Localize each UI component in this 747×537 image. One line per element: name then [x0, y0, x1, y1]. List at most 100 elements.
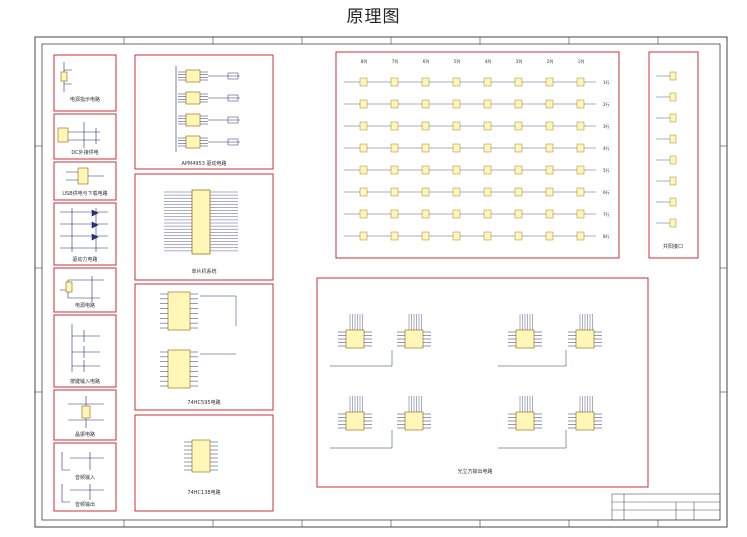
driver-chip-group	[175, 66, 240, 152]
led-cell	[421, 143, 430, 153]
led-cell	[359, 187, 368, 197]
led-cell	[390, 77, 399, 87]
led-cell	[452, 165, 461, 175]
matrix-col-label: 1列	[578, 58, 585, 64]
block-key-input	[53, 314, 117, 388]
resistor	[227, 72, 239, 80]
block-mcu-label: 单片机系统	[191, 268, 216, 275]
led-cell	[545, 143, 554, 153]
ic-chip	[404, 329, 424, 349]
ic-chip	[345, 411, 365, 431]
hc138-chip-group	[184, 439, 218, 473]
led-cell	[514, 209, 523, 219]
led-cell	[483, 209, 492, 219]
port-pin	[669, 197, 677, 207]
ic-chip	[167, 291, 191, 331]
block-hc138-label: 74HC138电路	[187, 489, 220, 496]
resistor	[227, 138, 239, 146]
block-output-drivers	[316, 277, 649, 488]
title-block	[611, 493, 721, 521]
led-cell	[359, 99, 368, 109]
led-cell	[514, 143, 523, 153]
matrix-col-label: 5列	[454, 58, 461, 64]
led-cell	[576, 143, 585, 153]
usb-power-circuit	[66, 167, 104, 185]
wire	[200, 295, 237, 355]
led-cell	[452, 231, 461, 241]
block-output-drivers-label: 光立方输出电路	[457, 468, 492, 475]
led-cell	[390, 231, 399, 241]
resistor	[227, 94, 239, 102]
ic-chip	[185, 91, 201, 105]
block-power-led-label: 电源指示电路	[70, 96, 100, 103]
led-cell	[452, 143, 461, 153]
port-pin	[669, 218, 677, 228]
led-cell	[483, 121, 492, 131]
matrix-row-label: 1行	[603, 79, 610, 85]
matrix-row-label: 2行	[603, 101, 610, 107]
ic-chip	[515, 411, 535, 431]
led-cell	[390, 209, 399, 219]
port-pin	[669, 71, 677, 81]
led-cell	[483, 77, 492, 87]
block-ext-port-label: 共阳接口	[663, 243, 683, 250]
led-cell	[514, 99, 523, 109]
mcu-chip	[191, 189, 211, 255]
led-cell	[359, 121, 368, 131]
zone-marks	[35, 37, 727, 527]
power-led-circuit	[60, 62, 72, 92]
ic-chip	[185, 135, 201, 149]
led-cell	[545, 99, 554, 109]
block-usb-power-label: USB供电与下载电路	[62, 190, 107, 197]
ic-chip	[167, 349, 191, 389]
led-cell	[452, 209, 461, 219]
block-audio-in-label: 音频输入	[75, 474, 95, 481]
audio-circuit	[61, 452, 104, 503]
block-drive	[53, 202, 117, 266]
matrix-col-label: 7列	[392, 58, 399, 64]
block-drive-label: 驱动力电路	[72, 256, 97, 263]
matrix-col-label: 8列	[361, 58, 368, 64]
block-dc-power-label: DC外接供电	[71, 149, 98, 156]
port-pin	[669, 113, 677, 123]
led-cell	[359, 209, 368, 219]
block-ext-port	[648, 51, 699, 259]
led-cell	[576, 99, 585, 109]
led-cell	[576, 77, 585, 87]
block-hc138	[134, 414, 274, 512]
led-cell	[576, 209, 585, 219]
mcu-pins	[164, 191, 238, 252]
matrix-col-label: 2列	[547, 58, 554, 64]
matrix-row-label: 8行	[603, 233, 610, 239]
block-key-input-label: 按键输入电路	[70, 378, 100, 385]
led-cell	[390, 121, 399, 131]
matrix-row-label: 5行	[603, 167, 610, 173]
led-cell	[483, 143, 492, 153]
matrix-row-label: 7行	[603, 211, 610, 217]
ic-chip	[185, 113, 201, 127]
hc595-chip-group	[160, 291, 237, 389]
led-cell	[452, 121, 461, 131]
ic-chip	[404, 411, 424, 431]
led-cell	[576, 187, 585, 197]
led-cell	[514, 121, 523, 131]
output-chip-group	[330, 314, 602, 449]
led-cell	[545, 165, 554, 175]
led-cell	[390, 143, 399, 153]
block-hc595-label: 74HC595电路	[187, 399, 220, 406]
led-cell	[390, 165, 399, 175]
led-cell	[483, 99, 492, 109]
led-cell	[421, 209, 430, 219]
led-cell	[545, 121, 554, 131]
resistor	[227, 116, 239, 124]
ic-chip	[575, 329, 595, 349]
ic-chip	[575, 411, 595, 431]
block-dc-power	[53, 113, 117, 160]
matrix-col-label: 4列	[485, 58, 492, 64]
crystal-circuit	[68, 396, 104, 428]
led-cell	[390, 99, 399, 109]
block-crystal	[53, 389, 117, 441]
led-cell	[421, 99, 430, 109]
block-audio	[53, 442, 117, 512]
led-cell	[452, 99, 461, 109]
